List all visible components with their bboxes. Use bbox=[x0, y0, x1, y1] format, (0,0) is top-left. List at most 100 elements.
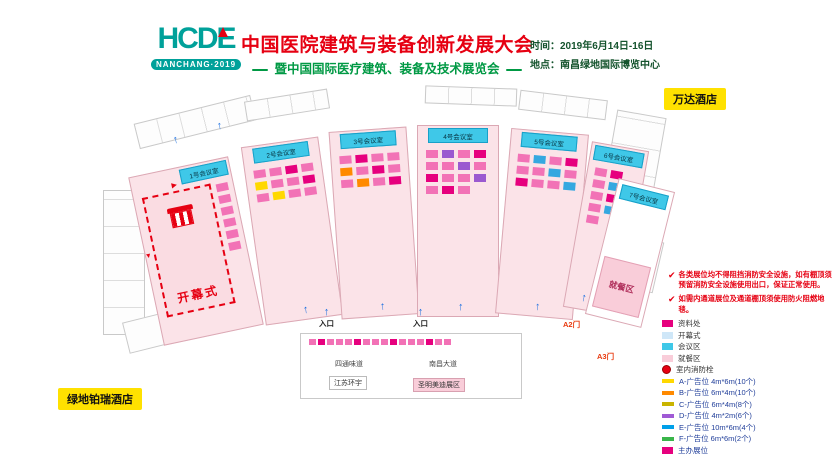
legend-swatch bbox=[662, 413, 674, 418]
conference-room-6: 6号会议室 bbox=[592, 144, 645, 169]
booth bbox=[442, 174, 454, 182]
booth bbox=[594, 167, 608, 178]
conference-room-3: 3号会议室 bbox=[339, 130, 397, 150]
booth-cluster bbox=[426, 150, 490, 298]
hotel-label-wanda: 万达酒店 bbox=[664, 88, 726, 110]
legend-swatch bbox=[662, 425, 674, 430]
fire-hydrant-icon bbox=[662, 365, 671, 375]
booth bbox=[399, 339, 406, 345]
booth bbox=[340, 179, 354, 189]
booth bbox=[345, 339, 352, 345]
entrance-2: ↑ 入口 bbox=[413, 307, 428, 329]
legend-swatch bbox=[662, 402, 674, 407]
booth bbox=[270, 178, 284, 189]
booth bbox=[458, 174, 470, 182]
check-icon: ✔ bbox=[668, 270, 676, 280]
booth bbox=[426, 174, 438, 182]
booth bbox=[532, 166, 545, 177]
route-arrow-icon: ▼ bbox=[144, 252, 153, 261]
notice-text: 各类展位均不得阻挡消防安全设施，如有棚顶须预留消防安全设施使用出口，保证正常使用… bbox=[678, 270, 832, 290]
booth bbox=[590, 190, 604, 201]
booth bbox=[354, 339, 361, 345]
booth bbox=[390, 339, 397, 345]
legend-label: 资料处 bbox=[678, 319, 701, 329]
booth bbox=[547, 180, 560, 190]
up-arrow-icon: ↑ bbox=[534, 300, 541, 314]
legend-swatch bbox=[662, 446, 673, 454]
legend-label: 就餐区 bbox=[678, 353, 701, 363]
booth bbox=[327, 339, 334, 345]
booth bbox=[474, 174, 486, 182]
legend-swatch bbox=[662, 436, 674, 441]
legend-label: 主办展位 bbox=[678, 445, 708, 455]
booth bbox=[417, 339, 424, 345]
notice-text: 如需内通道展位及通道棚顶须使用防火阻燃地毯。 bbox=[678, 294, 825, 314]
booth bbox=[372, 177, 386, 186]
booth bbox=[269, 166, 283, 177]
legend-item: 就餐区 bbox=[662, 353, 822, 365]
booth bbox=[426, 162, 438, 170]
hall-4: 4号会议室 ↑ bbox=[417, 125, 499, 317]
booth-cluster bbox=[339, 152, 409, 300]
notice-item: ✔ 如需内通道展位及通道棚顶须使用防火阻燃地毯。 bbox=[668, 294, 832, 314]
entrance-label: 入口 bbox=[319, 319, 334, 328]
booth bbox=[517, 153, 530, 163]
booth bbox=[548, 168, 561, 178]
entrance-label: 入口 bbox=[413, 319, 428, 328]
legend-label: C-广告位 6m*4m(8个) bbox=[679, 399, 752, 409]
booth bbox=[549, 156, 562, 166]
legend-swatch bbox=[662, 390, 674, 395]
legend-item: F-广告位 6m*6m(2个) bbox=[662, 433, 822, 445]
shell-rooms-top-mid-right bbox=[424, 85, 518, 107]
legend-item: 开幕式 bbox=[662, 330, 822, 342]
up-arrow-icon: ↑ bbox=[458, 301, 464, 313]
booth bbox=[585, 214, 600, 225]
booth bbox=[256, 192, 270, 203]
opening-ceremony-label: 开幕式 bbox=[176, 283, 221, 306]
street-label-2: 南昌大道 bbox=[429, 361, 457, 368]
route-arrow-icon: ▶ bbox=[170, 181, 178, 190]
legend-label: 开幕式 bbox=[678, 330, 701, 340]
legend-item: 资料处 bbox=[662, 318, 822, 330]
booth bbox=[253, 169, 267, 179]
legend-swatch bbox=[662, 354, 673, 362]
conference-room-4: 4号会议室 bbox=[428, 128, 488, 143]
booth bbox=[474, 150, 486, 158]
booth bbox=[458, 150, 470, 158]
booth bbox=[254, 181, 268, 191]
booth bbox=[339, 155, 352, 165]
booth bbox=[286, 176, 300, 187]
hall-3: 3号会议室 ↑ bbox=[328, 126, 420, 320]
conference-room-7: 7号会议室 bbox=[618, 184, 670, 211]
zone-label-2: 圣明美迪展区 bbox=[413, 378, 465, 392]
legend-swatch bbox=[662, 320, 673, 328]
booth bbox=[442, 186, 454, 194]
booth bbox=[408, 339, 415, 345]
entrance-1: ↑ 入口 bbox=[319, 307, 334, 329]
legend-item: E-广告位 10m*6m(4个) bbox=[662, 422, 822, 434]
booth bbox=[225, 228, 239, 240]
booth-cluster bbox=[309, 339, 513, 347]
page-subtitle: 暨中国国际医疗建筑、装备及技术展览会 bbox=[241, 58, 533, 77]
hcde-logo: HCDE NANCHANG·2019 bbox=[150, 24, 242, 72]
logo-city-year: NANCHANG·2019 bbox=[150, 59, 242, 70]
booth bbox=[356, 178, 370, 188]
booth bbox=[272, 190, 286, 201]
legend-label: D-广告位 4m*2m(6个) bbox=[679, 411, 752, 421]
zone-label-1: 江苏环宇 bbox=[329, 376, 367, 390]
booth bbox=[587, 202, 602, 213]
booth bbox=[300, 162, 314, 173]
booth bbox=[516, 165, 529, 175]
legend-label: E-广告位 10m*6m(4个) bbox=[679, 422, 756, 432]
street-label-1: 四通味道 bbox=[335, 361, 363, 368]
booth bbox=[363, 339, 370, 345]
booth bbox=[302, 174, 316, 184]
booth bbox=[426, 186, 438, 194]
floorplan: 1号会议室 ▼ ▶ 开幕式 2号会议室 ↑ 3号会议室 ↑ 4号会议室 ↑ bbox=[95, 85, 676, 430]
legend-label: F-广告位 6m*6m(2个) bbox=[679, 434, 752, 444]
legend-label: 室内消防栓 bbox=[676, 365, 714, 375]
shell-rooms-top-left bbox=[133, 94, 257, 150]
booth bbox=[218, 193, 232, 205]
logo-accent-icon bbox=[218, 27, 228, 37]
